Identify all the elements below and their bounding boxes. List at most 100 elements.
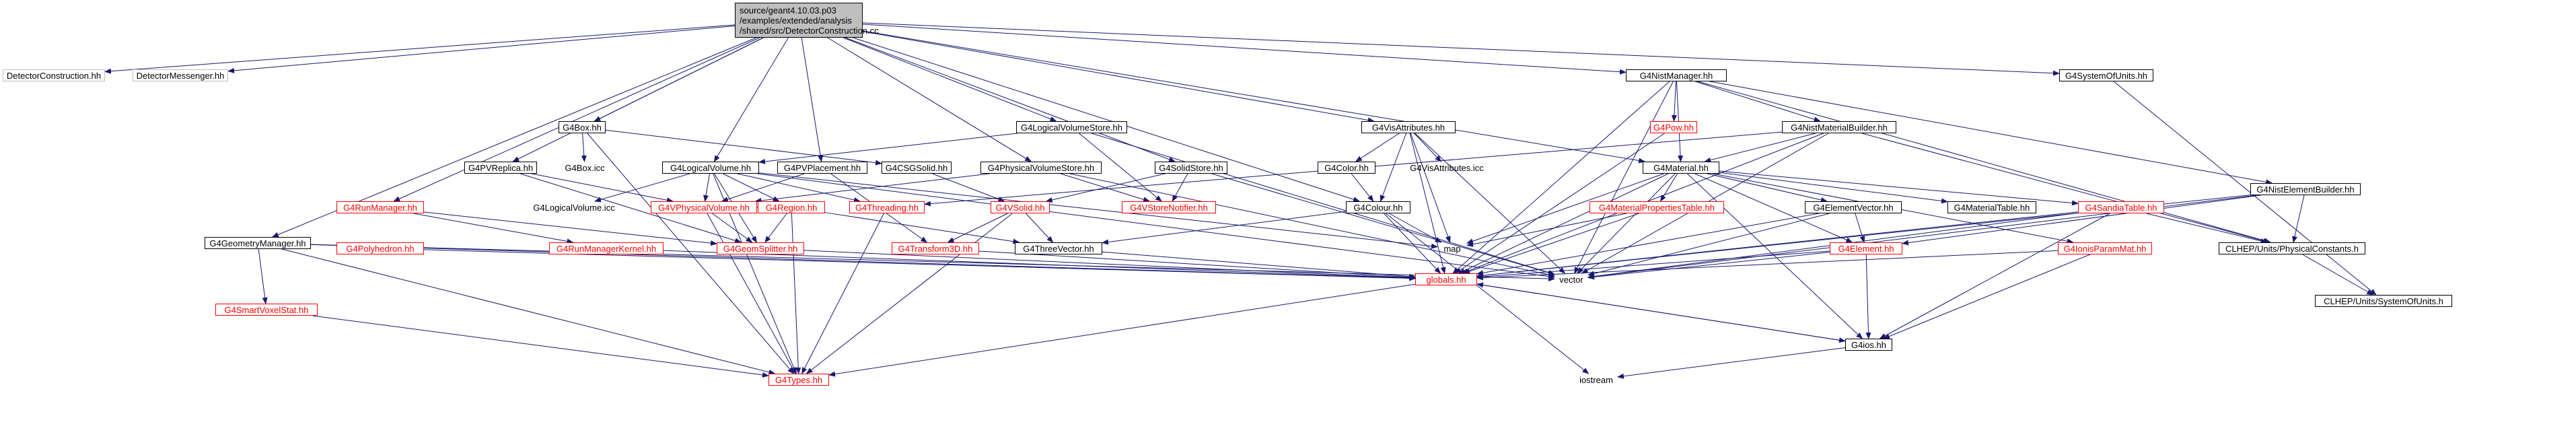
edge-colour-to-iostream — [1386, 213, 1589, 374]
edge-visatt-to-globals — [1409, 133, 1446, 274]
edge-box-to-boxicc — [581, 133, 587, 162]
node-runman[interactable]: G4RunManager.hh — [336, 201, 424, 213]
edge-mpt-to-globals — [1463, 213, 1639, 274]
edge-root-to-dch — [104, 24, 736, 74]
node-region[interactable]: G4Region.hh — [758, 201, 825, 213]
edge-lv-to-lvicc — [594, 173, 690, 203]
node-sandia[interactable]: G4SandiaTable.hh — [2078, 201, 2164, 213]
edge-vsolid-to-tv — [1026, 213, 1054, 243]
edge-box-to-types — [587, 133, 794, 374]
edge-nist-to-vector — [1574, 81, 1674, 274]
node-lvs[interactable]: G4LogicalVolumeStore.hh — [1016, 121, 1127, 133]
edge-region-to-gsplit — [764, 213, 787, 243]
edge-ss-to-vstore — [1172, 173, 1188, 202]
edge-mat-to-mpt — [1659, 173, 1678, 202]
node-ios[interactable]: G4ios.hh — [1845, 339, 1892, 351]
node-pvrep[interactable]: G4PVReplica.hh — [464, 162, 537, 174]
edge-mat-to-ev — [1707, 173, 1828, 203]
node-pvs[interactable]: G4PhysicalVolumeStore.hh — [980, 162, 1102, 174]
node-visicc[interactable]: G4VisAttributes.icc — [1410, 162, 1484, 173]
node-mat[interactable]: G4Material.hh — [1643, 162, 1719, 174]
edge-lv-to-vpv — [703, 173, 710, 202]
node-types[interactable]: G4Types.hh — [768, 374, 829, 386]
edge-elem-to-vector — [1587, 252, 1830, 280]
edge-pvrep-to-gsplit — [520, 173, 742, 244]
node-ss[interactable]: G4SolidStore.hh — [1155, 162, 1227, 174]
node-elem[interactable]: G4Element.hh — [1830, 242, 1902, 254]
edge-mat-to-map — [1466, 173, 1664, 244]
edge-root-to-visatt — [862, 31, 1375, 123]
edge-clpc-to-clsou — [2302, 254, 2374, 296]
node-vector[interactable]: vector — [1559, 274, 1583, 285]
edge-pow-to-globals — [1454, 133, 1665, 274]
node-dmh[interactable]: DetectorMessenger.hh — [133, 69, 228, 81]
node-poly[interactable]: G4Polyhedron.hh — [336, 242, 424, 254]
edge-vsolid-to-t3d — [947, 213, 1008, 243]
edge-nist-to-pow — [1671, 81, 1677, 122]
edge-mat-to-sandia — [1719, 170, 2079, 206]
node-root[interactable]: source/geant4.10.03.p03 /examples/extend… — [735, 3, 879, 38]
node-map[interactable]: map — [1443, 243, 1461, 254]
node-dch[interactable]: DetectorConstruction.hh — [3, 69, 105, 81]
node-gsplit[interactable]: G4GeomSplitter.hh — [717, 242, 804, 254]
edge-root-to-runman — [393, 37, 760, 202]
edge-region-to-types — [791, 213, 801, 374]
node-globals[interactable]: globals.hh — [1415, 273, 1477, 285]
edge-root-to-lv — [713, 37, 789, 162]
edge-nist-to-nmb — [1695, 81, 1821, 123]
edge-ev-to-vector — [1587, 213, 1830, 277]
edge-poly-to-globals — [423, 249, 1416, 281]
node-iostream[interactable]: iostream — [1579, 374, 1613, 385]
node-thread[interactable]: G4Threading.hh — [849, 201, 925, 213]
node-nist[interactable]: G4NistManager.hh — [1626, 69, 1727, 81]
edge-lv-to-region — [723, 173, 780, 202]
node-csg[interactable]: G4CSGSolid.hh — [882, 162, 952, 174]
node-neb[interactable]: G4NistElementBuilder.hh — [2250, 183, 2361, 195]
node-sou[interactable]: G4SystemOfUnits.hh — [2059, 69, 2153, 81]
node-mtab[interactable]: G4MaterialTable.hh — [1947, 201, 2036, 213]
node-ev[interactable]: G4ElementVector.hh — [1805, 201, 1902, 213]
node-visatt[interactable]: G4VisAttributes.hh — [1361, 121, 1456, 133]
edge-thread-to-types — [801, 213, 884, 374]
edge-ev-to-elem — [1855, 213, 1865, 243]
node-clsou[interactable]: CLHEP/Units/SystemOfUnits.h — [2315, 295, 2452, 307]
edge-lv-to-thread — [737, 173, 861, 203]
node-svs[interactable]: G4SmartVoxelStat.hh — [215, 304, 318, 316]
node-geoman[interactable]: G4GeometryManager.hh — [205, 237, 311, 249]
edge-mat-to-elem — [1694, 173, 1853, 243]
edge-neb-to-clpc — [2292, 195, 2305, 243]
node-pvp[interactable]: G4PVPlacement.hh — [777, 162, 867, 174]
node-clpc[interactable]: CLHEP/Units/PhysicalConstants.h — [2219, 242, 2365, 254]
node-tv[interactable]: G4ThreeVector.hh — [1015, 242, 1102, 254]
edge-mpt-to-map — [1466, 213, 1627, 247]
edge-root-to-mat — [862, 30, 1646, 164]
edge-mat-to-vector — [1577, 173, 1676, 274]
node-colorh[interactable]: G4Color.hh — [1318, 162, 1375, 174]
edge-ss-to-vsolid — [1045, 173, 1166, 203]
edge-nist-to-neb — [1709, 81, 2273, 185]
node-boxicc[interactable]: G4Box.icc — [565, 162, 605, 173]
node-lvicc[interactable]: G4LogicalVolume.icc — [533, 202, 615, 213]
node-vstore[interactable]: G4VStoreNotifier.hh — [1122, 201, 1216, 213]
edge-geoman-to-types — [281, 248, 776, 375]
node-vsolid[interactable]: G4VSolid.hh — [991, 201, 1050, 213]
node-rmk[interactable]: G4RunManagerKernel.hh — [549, 242, 664, 254]
edge-sandia-to-clpc — [2146, 213, 2268, 244]
node-vpv[interactable]: G4VPhysicalVolume.hh — [651, 201, 757, 213]
edge-root-to-ss — [845, 37, 1176, 162]
edge-colour-to-map — [1388, 213, 1442, 243]
edge-nmb-to-clpc — [1861, 133, 2270, 244]
edge-root-to-colour — [853, 37, 1361, 203]
node-nmb[interactable]: G4NistMaterialBuilder.hh — [1782, 121, 1896, 133]
node-box[interactable]: G4Box.hh — [559, 121, 606, 133]
node-colour[interactable]: G4Colour.hh — [1346, 201, 1410, 213]
node-mpt[interactable]: G4MaterialPropertiesTable.hh — [1589, 201, 1724, 213]
node-t3d[interactable]: G4Transform3D.hh — [892, 242, 979, 254]
node-lv[interactable]: G4LogicalVolume.hh — [662, 162, 759, 174]
node-pow[interactable]: G4Pow.hh — [1650, 121, 1697, 133]
edge-csg-to-vsolid — [932, 173, 1005, 202]
edge-region-to-tv — [824, 212, 1020, 244]
edge-nmb-to-mat — [1704, 133, 1816, 163]
node-ion[interactable]: G4IonisParamMat.hh — [2058, 242, 2152, 254]
